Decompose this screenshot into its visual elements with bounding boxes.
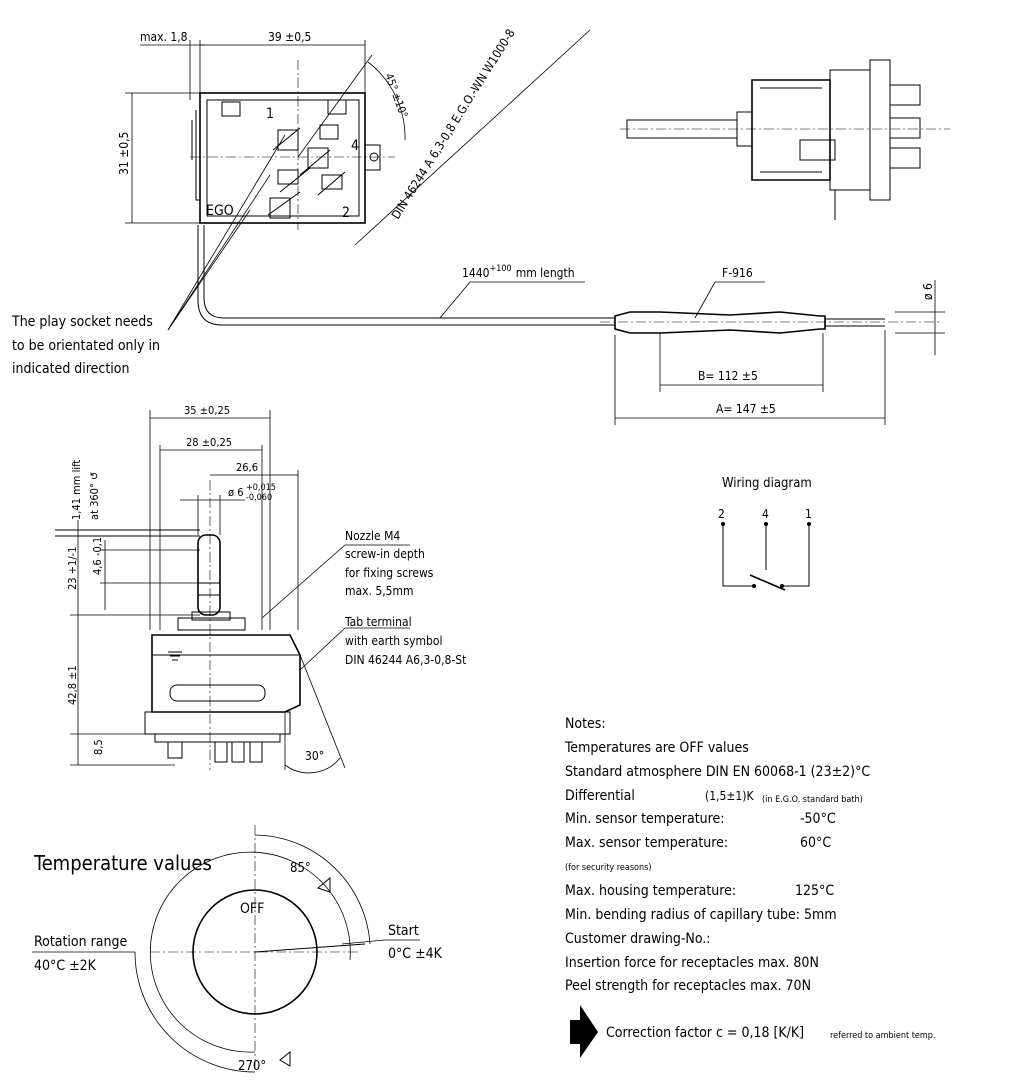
- max-dim-label: max. 1,8: [140, 30, 188, 44]
- wiring-diagram: Wiring diagram 2 4 1: [718, 476, 812, 591]
- notes-line10: Insertion force for receptacles max. 80N: [565, 955, 819, 971]
- length-unit: mm length: [516, 266, 575, 280]
- off-label: OFF: [240, 901, 264, 917]
- a-dim-label: A= 147 ±5: [716, 402, 776, 416]
- notes-line2: Standard atmosphere DIN EN 60068-1 (23±2…: [565, 764, 870, 780]
- angle-270-label: 270°: [238, 1059, 266, 1074]
- notes-line11: Peel strength for receptacles max. 70N: [565, 978, 811, 994]
- notes-line8: Min. bending radius of capillary tube: 5…: [565, 907, 837, 923]
- notes-line4a: Min. sensor temperature:: [565, 811, 724, 827]
- dim-46-label: 4,6 -0,1: [91, 537, 104, 575]
- temperature-title: Temperature values: [33, 851, 212, 875]
- length-sup: +100: [489, 264, 511, 274]
- dim-shaft-tol-bot: -0,060: [246, 493, 272, 503]
- dim-266-label: 26,6: [236, 461, 258, 474]
- socket-note: The play socket needs to be orientated o…: [11, 134, 286, 377]
- socket-note-line3: indicated direction: [12, 361, 129, 377]
- terminal-2-label: 2: [342, 205, 350, 221]
- wiring-t2: 2: [718, 507, 725, 521]
- wiring-title: Wiring diagram: [722, 476, 812, 491]
- b-dim-label: B= 112 ±5: [698, 369, 758, 383]
- product-side-view: [620, 59, 950, 220]
- notes-line7b: 125°C: [795, 883, 834, 899]
- din-label: DIN 46244 A 6,3-0,8 E.G.O.-WN W1000-8: [389, 26, 518, 221]
- correction-factor: Correction factor c = 0,18 [K/K]: [606, 1025, 804, 1041]
- notes-line3c: (in E.G.O. standard bath): [762, 795, 863, 805]
- tab-line1: with earth symbol: [345, 634, 443, 648]
- notes-line4b: -50°C: [800, 811, 836, 827]
- notes-line3a: Differential: [565, 788, 635, 804]
- dim-shaft-label: ø 6: [228, 486, 244, 499]
- lift-label: 1,41 mm lift: [70, 460, 83, 520]
- nozzle-line1: screw-in depth: [345, 547, 425, 561]
- notes-title: Notes:: [565, 716, 606, 732]
- sensor-label: F-916: [722, 266, 753, 280]
- tab-title: Tab terminal: [344, 615, 412, 629]
- range-title: Rotation range: [34, 934, 127, 950]
- side-notes: Nozzle M4 screw-in depth for fixing scre…: [261, 529, 466, 671]
- notes-line6: (for security reasons): [565, 863, 652, 873]
- dim-shaft-tol-top: +0,015: [246, 483, 276, 493]
- notes-line5b: 60°C: [800, 835, 831, 851]
- dim-35-label: 35 ±0,25: [184, 404, 230, 417]
- dim-85-label: 8,5: [92, 739, 105, 755]
- notes-line5a: Max. sensor temperature:: [565, 835, 728, 851]
- lift-label-2: at 360° ↺: [88, 472, 101, 520]
- dim-28-label: 28 ±0,25: [186, 436, 232, 449]
- terminal-4-label: 4: [351, 138, 359, 154]
- socket-note-line1: The play socket needs: [11, 314, 153, 330]
- height-dim-label: 31 ±0,5: [117, 132, 131, 175]
- terminal-1-label: 1: [266, 106, 274, 122]
- diameter-label: ø 6: [921, 283, 935, 300]
- side-view: 35 ±0,25 28 ±0,25 26,6 ø 6 +0,015 -0,060…: [55, 404, 346, 774]
- angle-30-label: 30°: [305, 749, 324, 763]
- notes-line9: Customer drawing-No.:: [565, 931, 711, 947]
- wiring-t4: 4: [762, 507, 769, 521]
- dim-428-label: 42,8 ±1: [66, 665, 79, 705]
- width-dim-label: 39 ±0,5: [268, 30, 311, 44]
- socket-note-line2: to be orientated only in: [12, 338, 160, 354]
- notes-line7a: Max. housing temperature:: [565, 883, 736, 899]
- arrow-icon: [570, 1005, 598, 1058]
- terminal-box: [221, 101, 241, 117]
- nozzle-title: Nozzle M4: [345, 529, 400, 543]
- brand-label: EGO: [206, 203, 234, 219]
- shaft: [197, 534, 221, 616]
- start-title: Start: [388, 923, 419, 939]
- nozzle-line3: max. 5,5mm: [345, 584, 414, 598]
- tab-line2: DIN 46244 A6,3-0,8-St: [345, 653, 466, 667]
- notes-line1: Temperatures are OFF values: [564, 740, 749, 756]
- length-label: 1440: [462, 266, 490, 280]
- start-value: 0°C ±4K: [388, 946, 443, 962]
- temperature-dial: Temperature values OFF 85° 270° Start 0°…: [32, 825, 443, 1074]
- nozzle-line2: for fixing screws: [345, 566, 434, 580]
- angle-label: 45° ±10°: [382, 72, 410, 120]
- capillary-tube: 1440+100 mm length F-916 ø 6 B= 112 ±5 A=…: [197, 225, 945, 425]
- range-value: 40°C ±2K: [34, 958, 97, 974]
- angle-85-label: 85°: [290, 861, 311, 876]
- dim-23-label: 23 +1/-1: [66, 546, 79, 590]
- notes: Notes: Temperatures are OFF values Stand…: [564, 716, 936, 1058]
- top-view: 1 4 2 EGO max. 1,8 39 ±0,5 31 ±0,5 45° ±…: [117, 26, 591, 246]
- wiring-t1: 1: [805, 507, 812, 521]
- correction-note: referred to ambient temp.: [830, 1031, 936, 1041]
- notes-line3b: (1,5±1)K: [705, 789, 755, 803]
- sensor-bulb: [614, 311, 826, 334]
